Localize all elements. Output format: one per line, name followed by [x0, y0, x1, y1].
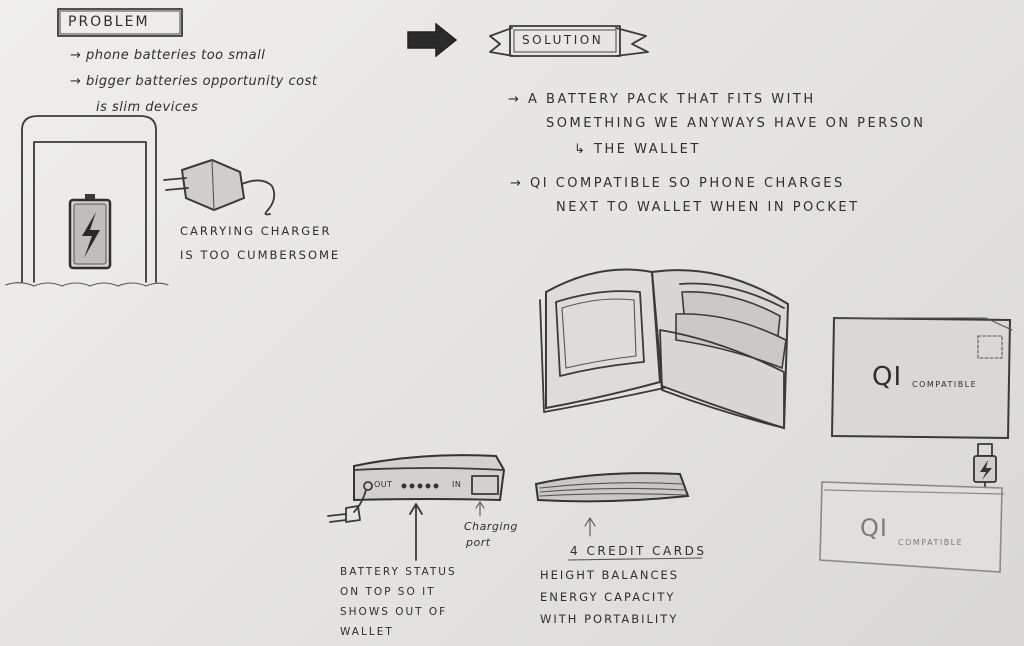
battery-status-line-2: ON TOP SO IT — [340, 586, 436, 598]
problem-bullet-1: → phone batteries too small — [70, 48, 266, 63]
wall-charger-icon — [163, 158, 276, 216]
battery-status-line-3: SHOWS OUT OF — [340, 606, 448, 618]
pointer-arrows — [409, 501, 703, 561]
solution-point-2-line-1: → QI COMPATIBLE SO PHONE CHARGES — [510, 176, 845, 191]
problem-title: PROBLEM — [68, 14, 150, 30]
credit-cards-line-1: HEIGHT BALANCES — [540, 568, 680, 582]
phone-drawing — [5, 115, 169, 287]
qi-bottom-sub: COMPATIBLE — [898, 538, 964, 547]
credit-cards-heading: 4 CREDIT CARDS — [570, 544, 707, 558]
in-port-label: IN — [452, 480, 462, 489]
solution-point-1-line-3: ↳ THE WALLET — [574, 142, 701, 157]
problem-bullet-2: → bigger batteries opportunity cost — [70, 74, 318, 89]
problem-bullet-2-cont: is slim devices — [96, 100, 199, 115]
credit-cards-line-2: ENERGY CAPACITY — [540, 590, 676, 604]
usb-plug-icon — [327, 489, 367, 523]
qi-box-bottom — [819, 481, 1005, 573]
solution-banner — [489, 25, 649, 57]
battery-status-line-4: WALLET — [340, 626, 394, 638]
arrow-right-icon — [407, 22, 458, 58]
qi-top-sub: COMPATIBLE — [912, 380, 978, 389]
charger-caption-1: CARRYING CHARGER — [180, 224, 332, 238]
problem-title-box — [57, 8, 183, 37]
qi-connector — [973, 443, 997, 491]
solution-point-1-line-1: → A BATTERY PACK THAT FITS WITH — [508, 92, 816, 107]
charging-port-label-1: Charging — [464, 520, 518, 533]
slim-wallet-drawing — [534, 472, 690, 503]
solution-point-2-line-2: NEXT TO WALLET WHEN IN POCKET — [556, 200, 860, 215]
battery-pack-drawing — [353, 454, 506, 502]
solution-title: SOLUTION — [522, 33, 604, 47]
open-wallet-drawing — [539, 268, 790, 430]
charger-caption-2: IS TOO CUMBERSOME — [180, 248, 341, 262]
qi-top-logo: QI — [872, 362, 903, 392]
battery-status-line-1: BATTERY STATUS — [340, 566, 457, 578]
lightning-icon — [82, 212, 100, 258]
credit-cards-line-3: WITH PORTABILITY — [540, 612, 679, 626]
qi-bottom-logo: QI — [860, 514, 888, 542]
charging-port-label-2: port — [466, 536, 491, 549]
solution-point-1-line-2: SOMETHING WE ANYWAYS HAVE ON PERSON — [546, 116, 926, 131]
qi-box-top — [830, 316, 1013, 440]
out-port-label: OUT — [374, 480, 393, 489]
